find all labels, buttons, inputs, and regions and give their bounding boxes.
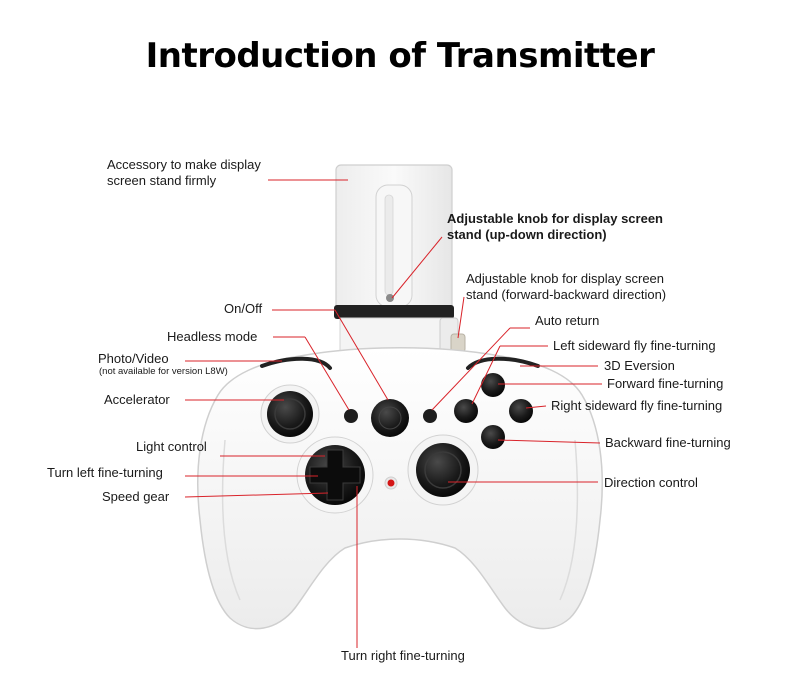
label-on-off: On/Off — [224, 301, 263, 316]
label-light-control: Light control — [136, 439, 207, 454]
label-direction-control: Direction control — [604, 475, 698, 490]
label-accessory-line2: screen stand firmly — [107, 173, 217, 188]
label-photo-video-note: (not available for version L8W) — [99, 366, 228, 377]
label-forward: Forward fine-turning — [607, 376, 724, 391]
label-knob-forwardback-line2: stand (forward-backward direction) — [466, 287, 667, 302]
label-knob-forwardback-line1: Adjustable knob for display screen — [466, 271, 665, 286]
accelerator-stick — [260, 384, 320, 444]
label-auto-return: Auto return — [535, 313, 600, 328]
label-accessory-line1: Accessory to make display — [107, 157, 261, 172]
center-buttons — [344, 399, 437, 490]
face-buttons — [454, 373, 533, 449]
label-knob-updown-line1: Adjustable knob for display screen — [447, 211, 663, 226]
controller-body — [197, 347, 603, 630]
label-turn-left: Turn left fine-turning — [47, 465, 163, 480]
display-stand — [334, 164, 466, 367]
label-left-sideward: Left sideward fly fine-turning — [553, 338, 716, 353]
label-speed-gear: Speed gear — [102, 489, 170, 504]
label-right-sideward: Right sideward fly fine-turning — [551, 398, 723, 413]
label-3d-eversion: 3D Eversion — [604, 358, 675, 373]
label-headless-mode: Headless mode — [167, 329, 258, 344]
label-turn-right: Turn right fine-turning — [341, 648, 465, 663]
label-backward: Backward fine-turning — [605, 435, 731, 450]
dpad — [296, 436, 374, 514]
page-title: Introduction of Transmitter — [145, 36, 655, 76]
leader-lines — [184, 179, 602, 648]
label-knob-updown-line2: stand (up-down direction) — [447, 227, 607, 242]
label-accelerator: Accelerator — [104, 392, 170, 407]
label-photo-video: Photo/Video — [98, 351, 169, 366]
direction-stick — [407, 434, 479, 506]
